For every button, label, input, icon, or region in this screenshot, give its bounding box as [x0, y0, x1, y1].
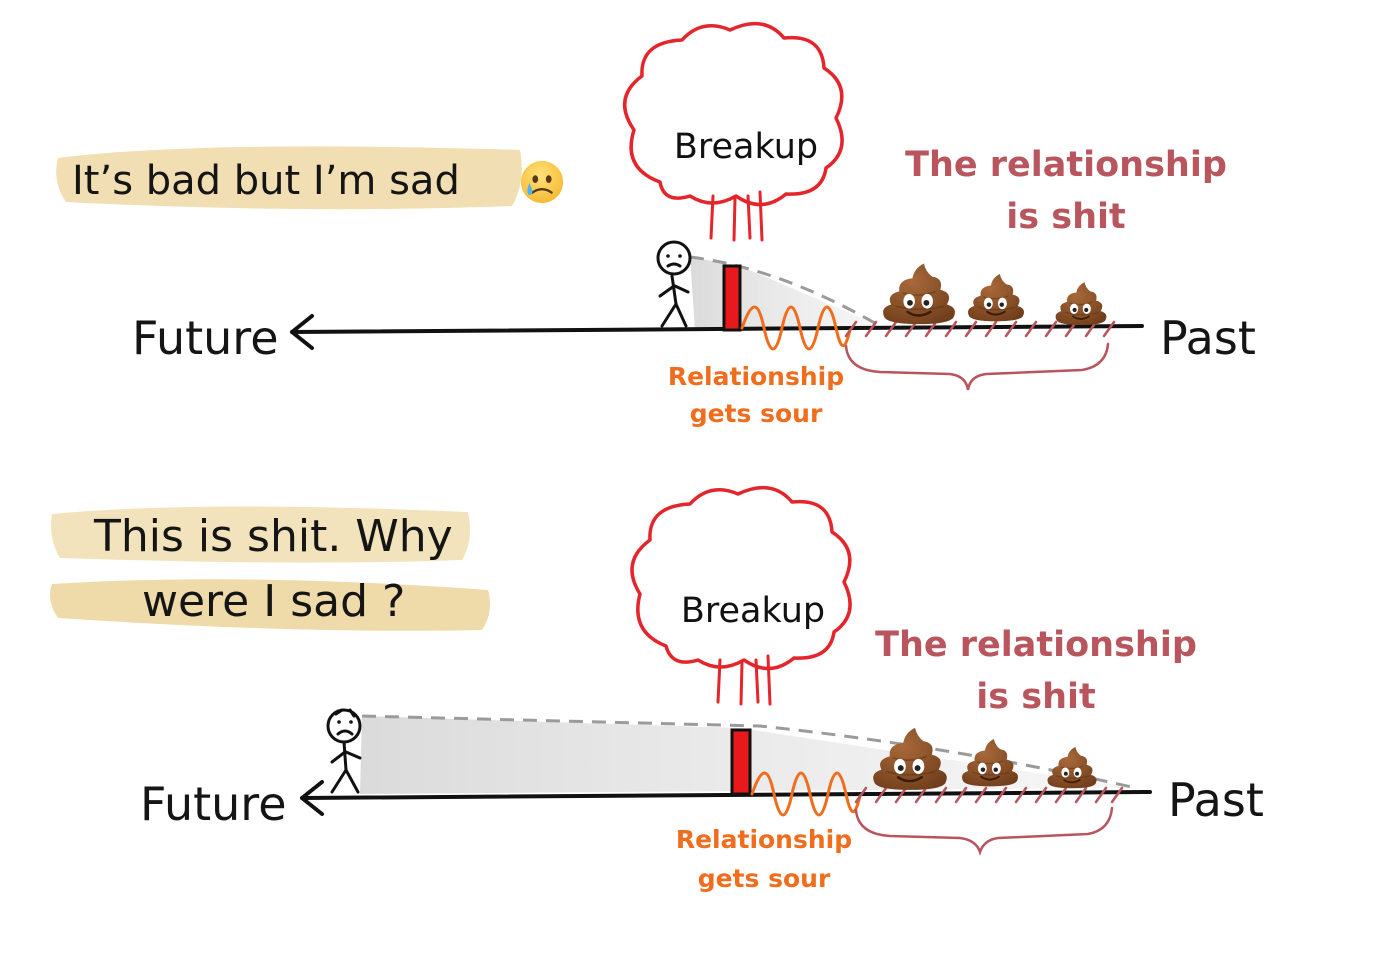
pile-of-poo-icon: [1056, 282, 1107, 325]
stick-figure-icon: [658, 242, 690, 326]
future-label: Future: [132, 311, 279, 365]
caption-line-2: were I sad ?: [142, 576, 405, 627]
sour-label-line-1: Relationship: [676, 825, 852, 854]
annotation-line-1: The relationship: [905, 145, 1227, 185]
sour-label-line-2: gets sour: [698, 864, 831, 893]
panel-2: This is shit. Why were I sad ? Future Pa…: [50, 488, 1264, 893]
curly-brace: [856, 808, 1112, 852]
pile-of-poo-icon: [962, 739, 1018, 786]
panel-1: It’s bad but I’m sad Future Past Breakup: [56, 24, 1256, 428]
breakup-wall-icon: [724, 266, 740, 330]
explosion-cloud-icon: [632, 488, 850, 669]
pile-of-poo-icon: [873, 728, 947, 790]
cloud-label: Breakup: [674, 127, 818, 167]
cloud-label: Breakup: [681, 591, 825, 631]
sour-label-line-1: Relationship: [668, 362, 844, 391]
breakup-wall-icon: [732, 730, 750, 794]
annotation-line-1: The relationship: [875, 625, 1197, 665]
future-label: Future: [140, 777, 287, 831]
sour-label-line-2: gets sour: [690, 399, 823, 428]
annotation-line-2: is shit: [1006, 197, 1126, 237]
pile-of-poo-icon: [1047, 747, 1096, 788]
caption-line-1: This is shit. Why: [93, 511, 453, 562]
past-label: Past: [1160, 311, 1256, 365]
pile-of-poo-icon: [968, 274, 1024, 321]
explosion-cloud-icon: [625, 24, 842, 205]
annotation-line-2: is shit: [976, 677, 1096, 717]
pile-of-poo-icon: [883, 263, 955, 324]
crying-face-icon: [521, 161, 563, 203]
past-label: Past: [1168, 773, 1264, 827]
caption-text: It’s bad but I’m sad: [72, 158, 460, 204]
stick-figure-icon: [328, 710, 360, 792]
curly-brace: [846, 344, 1108, 390]
